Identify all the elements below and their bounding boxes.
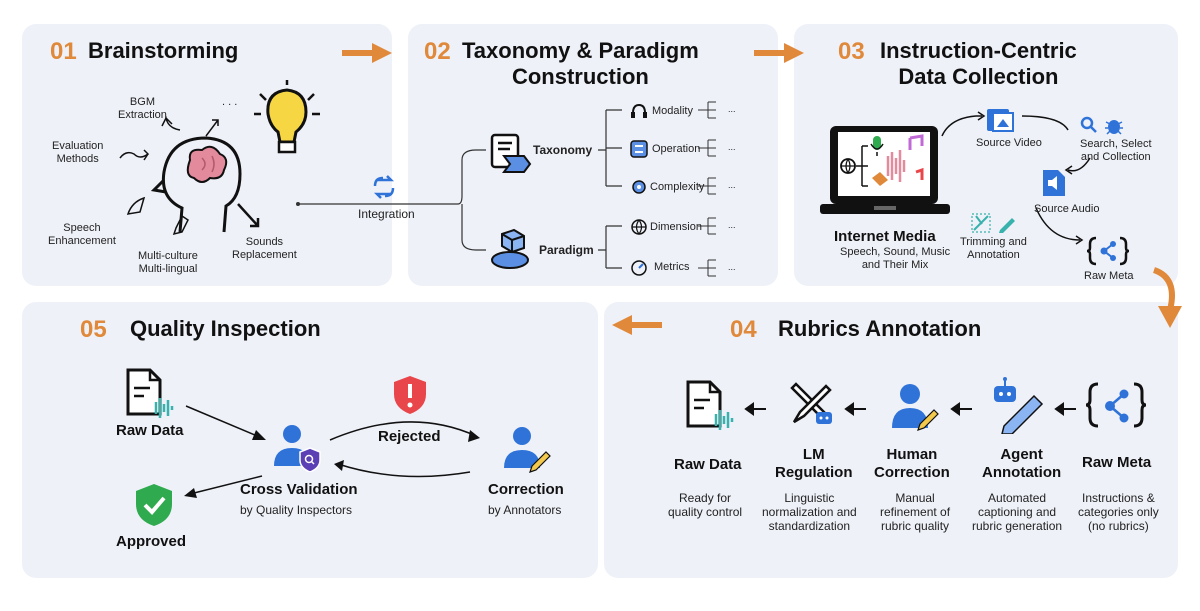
label-speech-enhancement: Speech Enhancement <box>48 222 116 247</box>
integration-icon <box>373 175 395 199</box>
source-audio-icon <box>1043 170 1065 196</box>
operation-icon <box>630 140 648 158</box>
laptop-icon <box>820 126 950 214</box>
label-trimming-annotation: Trimming and Annotation <box>960 236 1027 261</box>
taxonomy-icon <box>490 133 532 173</box>
label-metrics: Metrics <box>654 261 690 273</box>
leaf-dots-4: ... <box>728 220 736 230</box>
panel2-title: Taxonomy & Paradigm Construction <box>462 38 699 89</box>
raw-data-file-icon-4 <box>686 380 734 430</box>
panel1-title: Brainstorming <box>88 38 239 63</box>
human-correction-icon <box>892 384 939 431</box>
label-cross-validation: Cross Validation <box>240 481 358 498</box>
metrics-icon <box>631 260 647 276</box>
panel-taxonomy <box>408 24 778 286</box>
label-dots: . . . <box>222 96 238 108</box>
label-paradigm: Paradigm <box>539 243 594 257</box>
raw-data-file-icon-5 <box>126 368 174 418</box>
bug-icon <box>1105 120 1123 135</box>
step-number-02: 02 <box>424 38 451 65</box>
label-dimension: Dimension <box>650 221 702 233</box>
label-search-select: Search, Select and Collection <box>1080 138 1152 163</box>
step-name-agent-annotation: Agent Annotation <box>982 446 1062 481</box>
label-operation: Operation <box>652 143 701 155</box>
step-name-lm-regulation: LM Regulation <box>775 446 853 481</box>
arrows-sketch-icon <box>119 115 260 236</box>
search-icon <box>1080 116 1097 133</box>
label-raw-data-5: Raw Data <box>116 422 184 439</box>
flow-arrow-4-5 <box>612 315 662 335</box>
step-desc-agent-annotation: Automated captioning and rubric generati… <box>972 491 1063 533</box>
leaf-dots-2: ... <box>728 142 736 152</box>
flow-arrow-2-3 <box>754 43 804 63</box>
step-number-04: 04 <box>730 316 757 343</box>
connector-lines <box>296 101 716 277</box>
label-correction: Correction <box>488 481 564 498</box>
step-number-03: 03 <box>838 38 865 65</box>
inspector-icon <box>274 425 321 472</box>
step-name-human-correction: Human Correction <box>874 446 950 481</box>
complexity-icon <box>632 180 646 194</box>
approved-shield-icon <box>136 484 172 526</box>
flow-arrow-3-4 <box>1152 267 1182 328</box>
head-brain-icon <box>150 136 242 233</box>
label-correction-sub: by Annotators <box>488 503 562 517</box>
step-name-raw-data: Raw Data <box>674 456 742 473</box>
annotator-icon <box>504 427 551 473</box>
flow-arrow-1-2 <box>342 43 392 63</box>
step-desc-raw-data: Ready for quality control <box>668 491 743 519</box>
pen-annotate-icon <box>999 218 1015 233</box>
modality-icon <box>631 103 647 118</box>
step-desc-raw-meta: Instructions & categories only (no rubri… <box>1078 491 1159 533</box>
agent-annotation-icon <box>994 377 1044 434</box>
flow-lines-collection <box>941 111 1091 245</box>
step-name-raw-meta: Raw Meta <box>1082 454 1152 471</box>
panel-rubrics-annotation <box>604 302 1178 578</box>
panel-quality-inspection <box>22 302 598 578</box>
label-bgm-extraction: BGM Extraction <box>118 96 167 121</box>
scissors-icon <box>971 213 991 233</box>
label-modality: Modality <box>652 105 693 117</box>
rejected-shield-icon <box>394 376 426 414</box>
label-approved: Approved <box>116 533 187 550</box>
step-number-05: 05 <box>80 316 107 343</box>
label-sounds-replacement: Sounds Replacement <box>232 236 297 261</box>
label-rejected: Rejected <box>378 428 441 445</box>
paradigm-icon <box>491 228 529 269</box>
inspection-flow-arrows <box>184 405 480 498</box>
label-complexity: Complexity <box>650 181 705 193</box>
leaf-dots-3: ... <box>728 180 736 190</box>
step-desc-lm-regulation: Linguistic normalization and standardiza… <box>762 491 857 533</box>
label-integration: Integration <box>358 207 415 221</box>
label-raw-meta-3: Raw Meta <box>1084 270 1134 282</box>
panel5-title: Quality Inspection <box>130 316 321 341</box>
step-arrows-4 <box>744 402 1076 416</box>
label-taxonomy: Taxonomy <box>533 143 593 157</box>
raw-meta-icon <box>1086 236 1130 266</box>
source-video-icon <box>987 109 1014 132</box>
panel4-title: Rubrics Annotation <box>778 316 982 341</box>
dimension-icon <box>631 219 647 236</box>
leaf-dots-5: ... <box>728 262 736 272</box>
label-cross-sub: by Quality Inspectors <box>240 503 353 517</box>
label-internet-sub: Speech, Sound, Music and Their Mix <box>840 246 951 271</box>
leaf-dots-1: ... <box>728 104 736 114</box>
label-source-video: Source Video <box>976 137 1042 149</box>
label-multi-culture: Multi-culture Multi-lingual <box>138 250 198 275</box>
step-number-01: 01 <box>50 38 77 65</box>
lm-regulation-icon <box>790 382 832 424</box>
lightbulb-icon <box>254 80 320 154</box>
label-internet-media: Internet Media <box>834 228 936 245</box>
label-evaluation-methods: Evaluation Methods <box>52 140 104 165</box>
raw-meta-icon-4 <box>1085 382 1147 428</box>
label-source-audio: Source Audio <box>1034 203 1100 215</box>
step-desc-human-correction: Manual refinement of rubric quality <box>880 491 951 533</box>
panel3-title: Instruction-Centric Data Collection <box>880 38 1077 89</box>
